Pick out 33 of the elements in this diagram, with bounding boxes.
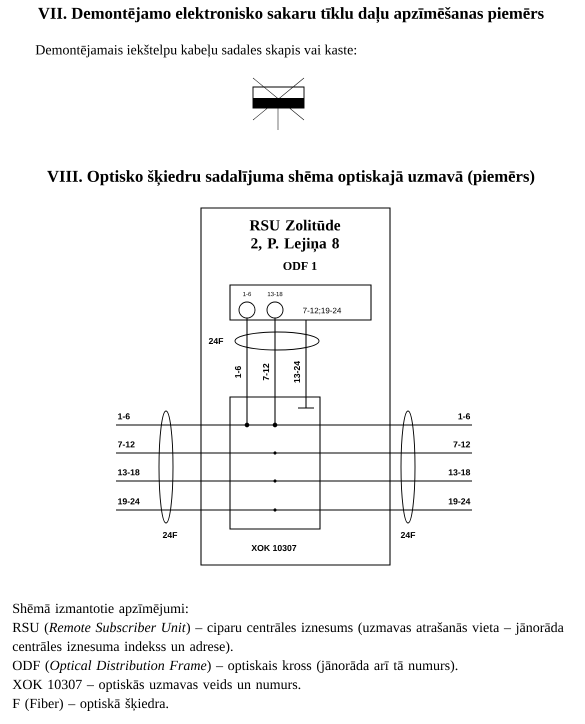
fiber-label: 7-12 [118, 441, 135, 448]
note-text: RSU (Remote Subscriber Unit) – ciparu centrāles iznesums (uzmavas atrašanās vieta – jānorāda centrāles iznesuma indekss un adrese). [12, 622, 564, 654]
node-label: ODF 1 [283, 262, 317, 270]
splice-box: XOK 10307 [229, 396, 321, 552]
fiber-line [320, 452, 472, 454]
fiber-line [320, 424, 472, 426]
fiber-line [116, 509, 230, 511]
note-text: Shēmā izmantotie apzīmējumi: [13, 603, 188, 616]
node-label: XOK 10307 [251, 544, 296, 552]
edge-label: 1-6 [234, 365, 242, 379]
fiber-label: 7-12 [453, 441, 470, 448]
title: VII. Demontējamo elektronisko sakaru tīklu daļu apzīmēšanas piemērs [38, 7, 544, 23]
fiber-line [246, 318, 248, 396]
fiber-line [116, 480, 230, 482]
section-heading: VIII. Optisko šķiedru sadalījuma shēma optiskajā uzmavā (piemērs) [47, 170, 534, 186]
note-text: F (Fiber) – optiskā šķiedra. [12, 698, 168, 711]
fiber-label: 19-24 [118, 498, 140, 504]
edge-label: 7-12 [262, 362, 270, 382]
note-text: XOK 10307 – optiskās uzmavas veids un numurs. [12, 679, 300, 692]
fiber-line [116, 452, 230, 454]
fiber-line [320, 509, 472, 511]
edge-label: 13-24 [293, 360, 301, 384]
fiber-line [116, 424, 230, 426]
fiber-label: 13-18 [118, 469, 140, 476]
description-text: Demontējamais iekštelpu kabeļu sadales skapis vai kaste: [36, 44, 356, 58]
fiber-label: 1-6 [118, 413, 130, 420]
fiber-line [320, 480, 472, 482]
fiber-label: 1-6 [458, 413, 470, 420]
note-text: ODF (Optical Distribution Frame) – optiskais kross (jānorāda arī tā numurs). [12, 660, 458, 673]
fiber-label: 19-24 [448, 498, 470, 504]
fiber-line [305, 320, 307, 396]
fiber-line [274, 318, 276, 396]
fiber-label: 13-18 [448, 469, 470, 476]
